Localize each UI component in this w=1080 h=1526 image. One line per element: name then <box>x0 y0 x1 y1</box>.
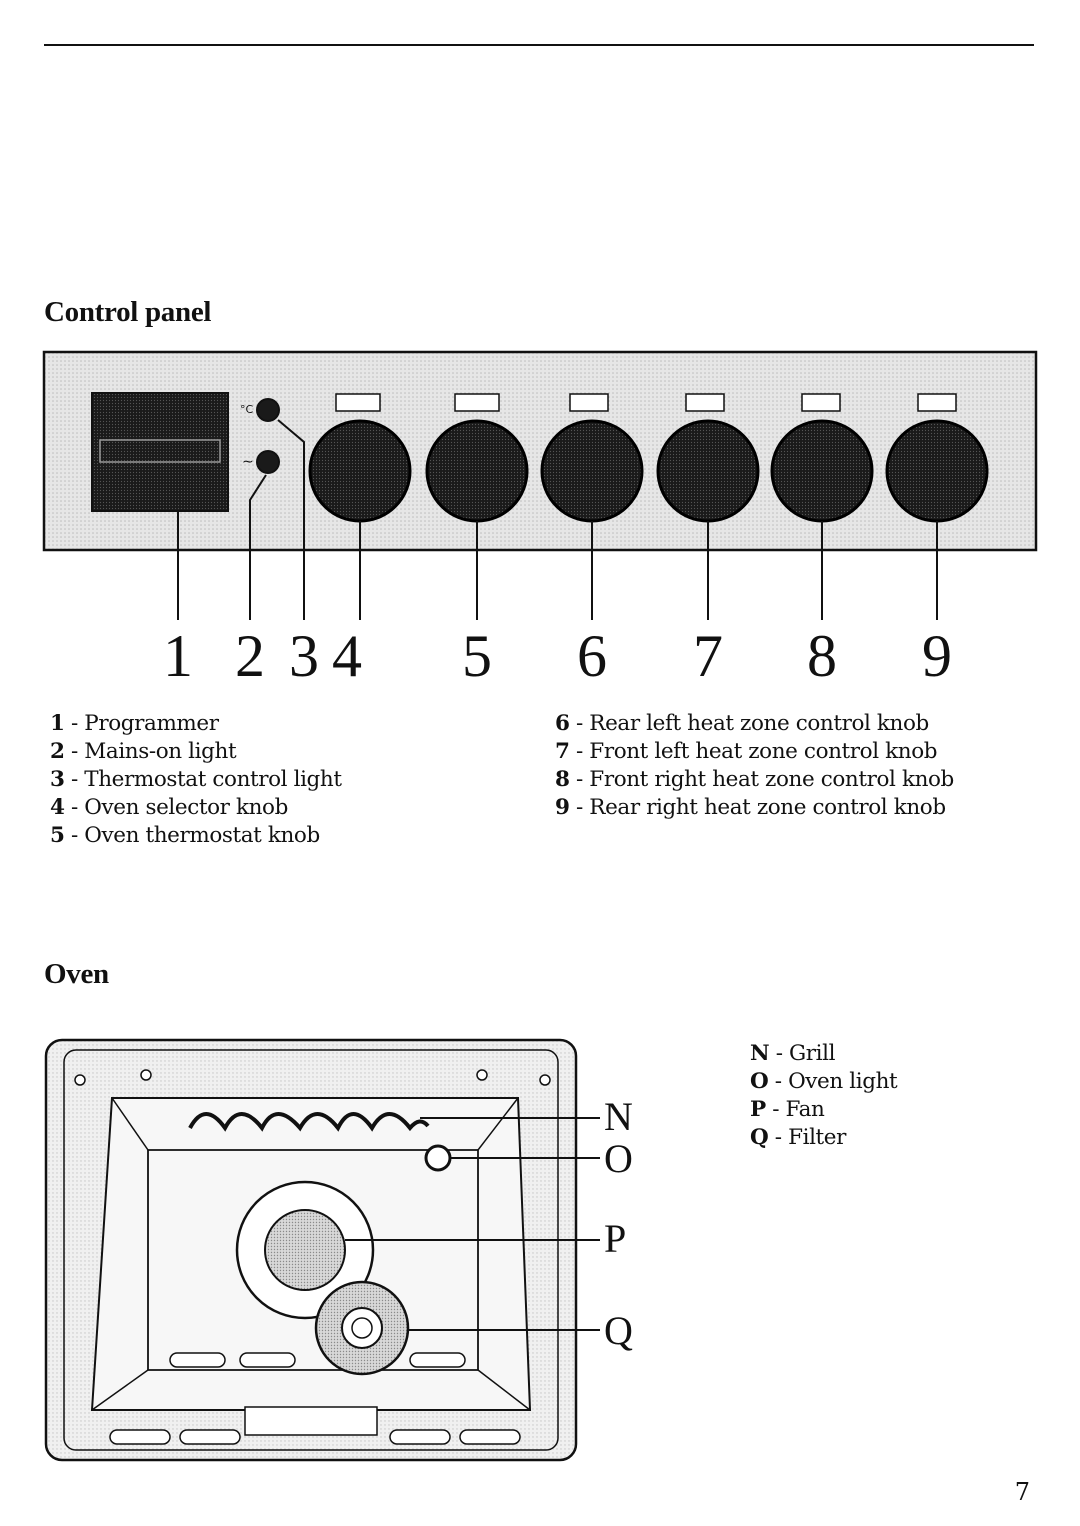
callout-9: 9 <box>922 623 952 689</box>
callout-2: 2 <box>235 623 265 689</box>
legend-row-9: 9 - Rear right heat zone control knob <box>555 795 946 820</box>
programmer-display <box>91 392 229 512</box>
control-panel-legend-right: 6 - Rear left heat zone control knob 7 -… <box>555 710 954 822</box>
callout-8: 8 <box>807 623 837 689</box>
programmer-buttons <box>99 439 221 463</box>
legend-row-8: 8 - Front right heat zone control knob <box>555 767 954 792</box>
oven-selector-knob <box>308 419 412 523</box>
callout-6: 6 <box>577 623 607 689</box>
oven-legend: N - Grill O - Oven light P - Fan Q - Fil… <box>750 1040 898 1152</box>
legend-row-1: 1 - Programmer <box>50 711 219 736</box>
legend-row-P: P - Fan <box>750 1097 825 1122</box>
legend-row-6: 6 - Rear left heat zone control knob <box>555 711 929 736</box>
oven-leader-lines <box>345 1117 600 1331</box>
callout-Q: Q <box>604 1308 633 1353</box>
fan <box>264 1209 346 1291</box>
mains-symbol: ∼ <box>242 454 254 470</box>
control-panel-heading: Control panel <box>44 296 212 328</box>
knob-label-6 <box>569 393 609 412</box>
knob-label-5 <box>454 393 500 412</box>
callout-5: 5 <box>462 623 492 689</box>
oven-cavity <box>90 1097 532 1411</box>
callout-3: 3 <box>289 623 319 689</box>
front-right-knob <box>770 419 874 523</box>
fan-housing <box>235 1180 375 1320</box>
legend-row-2: 2 - Mains-on light <box>50 739 237 764</box>
screw-holes <box>74 1069 551 1086</box>
callout-7: 7 <box>693 623 723 689</box>
mains-on-light <box>256 450 280 474</box>
grill-element <box>188 1112 430 1132</box>
rear-right-knob <box>885 419 989 523</box>
oven-light <box>424 1144 452 1172</box>
callout-N: N <box>604 1094 633 1139</box>
callout-4: 4 <box>332 623 362 689</box>
thermostat-control-light <box>256 398 280 422</box>
oven-thermostat-knob <box>425 419 529 523</box>
front-left-knob <box>656 419 760 523</box>
top-rule <box>44 44 1034 46</box>
temp-symbol: °C <box>240 403 254 416</box>
legend-row-4: 4 - Oven selector knob <box>50 795 288 820</box>
legend-row-O: O - Oven light <box>750 1069 898 1094</box>
knob-label-7 <box>685 393 725 412</box>
control-panel-legend-left: 1 - Programmer 2 - Mains-on light 3 - Th… <box>50 710 342 850</box>
control-panel-diagram: °C ∼ 1 2 3 4 5 6 7 8 9 <box>42 350 1038 689</box>
oven-base-plate <box>244 1406 378 1436</box>
rear-left-knob <box>540 419 644 523</box>
runners <box>109 1352 521 1445</box>
callout-O: O <box>604 1136 633 1181</box>
legend-row-3: 3 - Thermostat control light <box>50 767 342 792</box>
legend-row-5: 5 - Oven thermostat knob <box>50 823 320 848</box>
leader-lines <box>177 419 938 620</box>
knob-label-4 <box>335 393 381 412</box>
oven-frame <box>44 1038 578 1462</box>
legend-row-Q: Q - Filter <box>750 1125 846 1150</box>
callout-1: 1 <box>163 623 193 689</box>
oven-frame-inner <box>63 1049 559 1451</box>
callout-P: P <box>604 1216 626 1261</box>
page-number: 7 <box>1014 1478 1030 1506</box>
legend-row-N: N - Grill <box>750 1041 836 1066</box>
filter <box>314 1280 410 1376</box>
legend-row-7: 7 - Front left heat zone control knob <box>555 739 938 764</box>
knob-label-9 <box>917 393 957 412</box>
oven-heading: Oven <box>44 958 109 990</box>
knob-label-8 <box>801 393 841 412</box>
